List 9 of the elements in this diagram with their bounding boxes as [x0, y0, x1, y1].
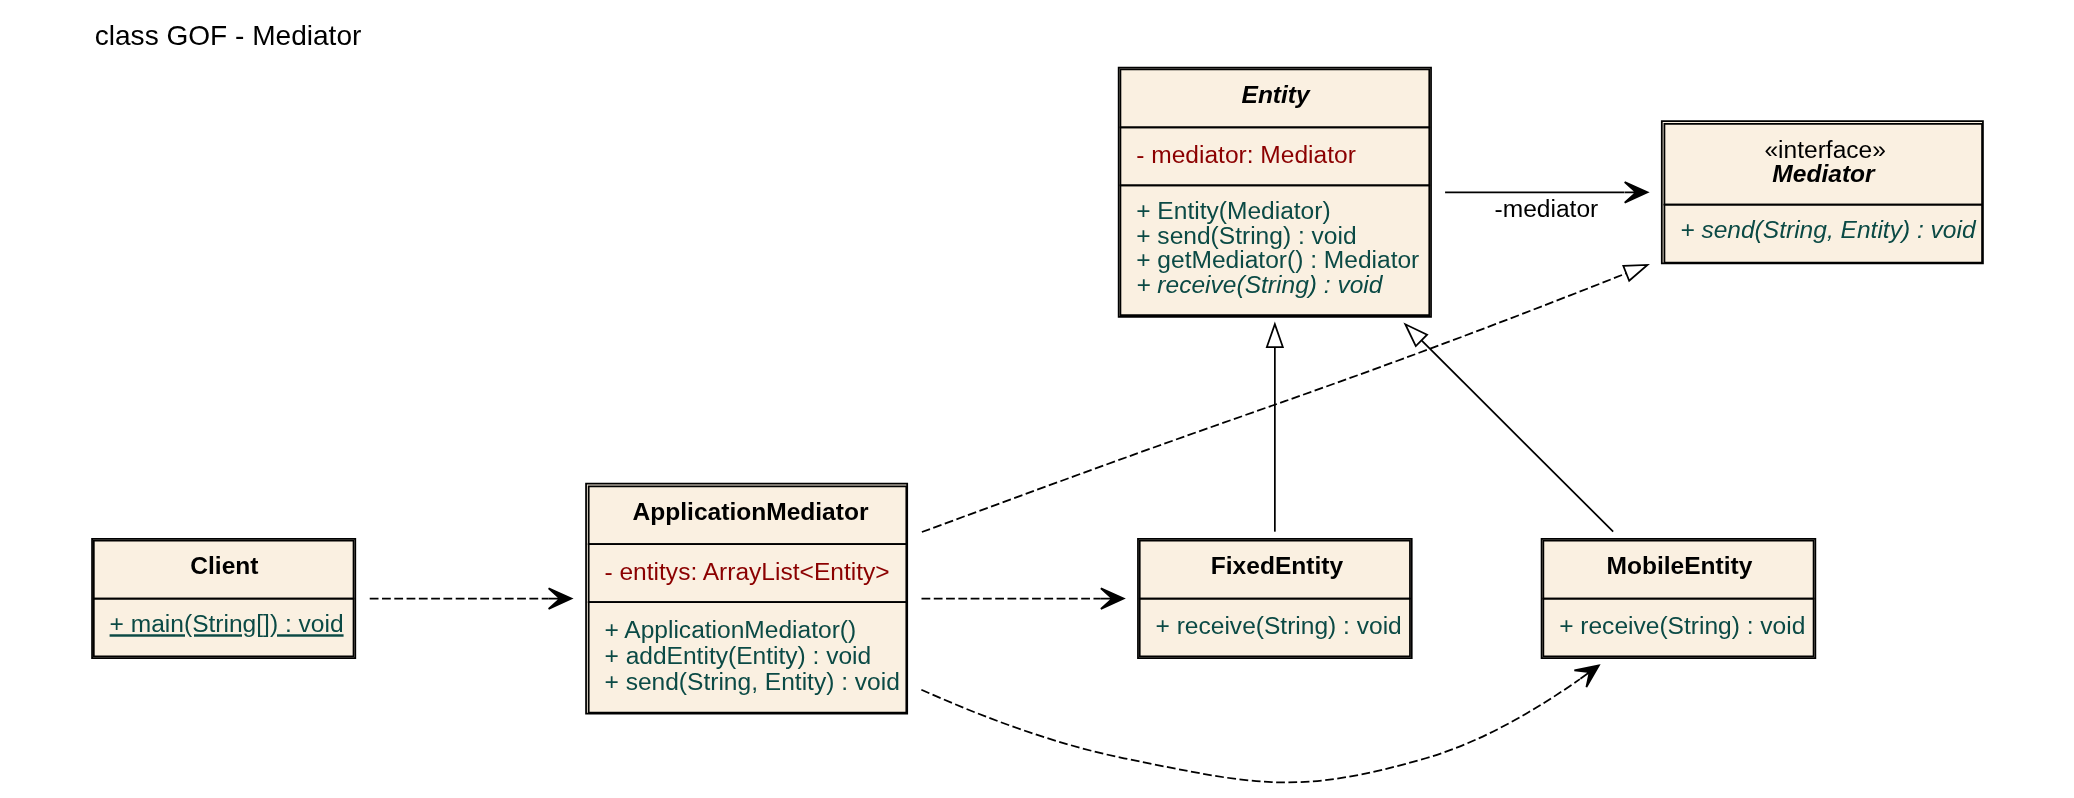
arrow: [1402, 322, 1614, 533]
arrow: [920, 664, 1600, 784]
diagram-title: class GOF - Mediator: [94, 19, 361, 51]
arrow: [368, 587, 572, 610]
arrow: [1265, 321, 1284, 533]
arrow: [920, 587, 1125, 610]
arrow: [1443, 181, 1648, 204]
edge-label: -mediator: [1494, 195, 1598, 223]
arrow: [920, 263, 1650, 533]
